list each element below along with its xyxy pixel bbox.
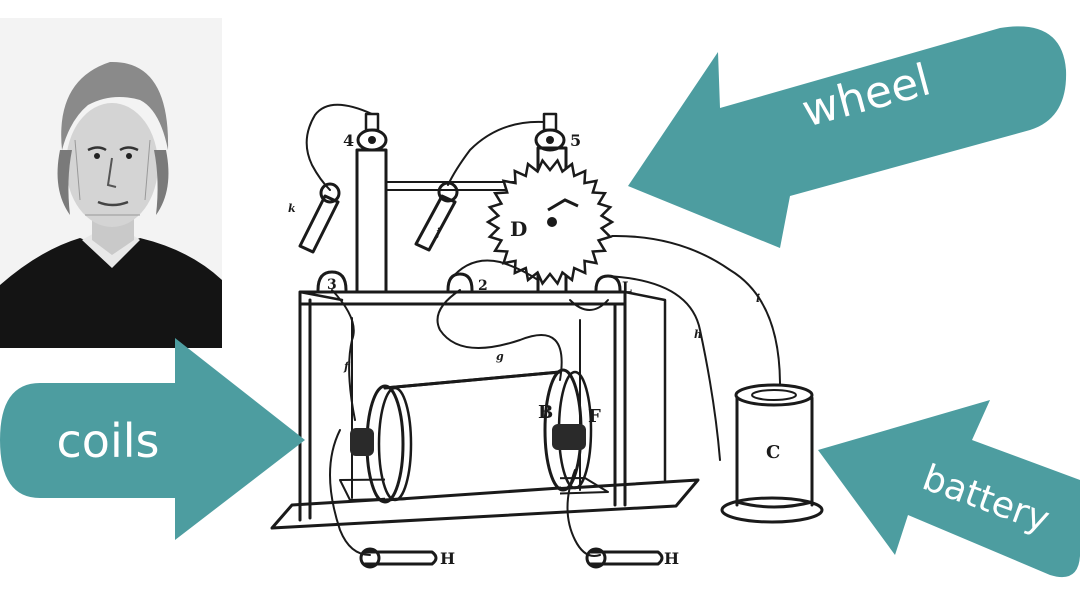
wheel-hub xyxy=(547,217,557,227)
wheel-axle xyxy=(547,198,579,212)
label-g: g xyxy=(496,350,504,363)
label-H-left: H xyxy=(440,549,455,568)
label-D: D xyxy=(510,217,527,241)
label-h: h xyxy=(694,328,702,341)
terminal-4 xyxy=(356,112,388,152)
clip-3 xyxy=(316,270,348,292)
label-3: 3 xyxy=(327,277,337,293)
coil-cylinder xyxy=(350,368,593,504)
toothed-wheel xyxy=(485,158,615,286)
label-B: B xyxy=(538,402,553,423)
label-k: k xyxy=(288,202,296,215)
handle-H-left xyxy=(359,547,438,569)
clip-2 xyxy=(446,272,474,292)
clip-L xyxy=(594,274,622,292)
coils-label: coils xyxy=(57,414,160,468)
label-L: L xyxy=(622,280,632,296)
handle-H-right xyxy=(585,547,664,569)
motor-diagram: 4 5 D 3 2 L B F C H H g f h i j k xyxy=(270,103,824,569)
battery-callout-arrow: battery xyxy=(818,400,1080,578)
label-C: C xyxy=(766,442,780,463)
battery-cell xyxy=(720,383,824,524)
label-2: 2 xyxy=(478,278,488,294)
label-5: 5 xyxy=(570,131,581,150)
label-H-right: H xyxy=(664,549,679,568)
portrait-image xyxy=(0,18,222,348)
wheel-callout-arrow: wheel xyxy=(628,26,1067,248)
handle-k xyxy=(298,182,341,254)
label-j: j xyxy=(434,226,440,239)
label-f: f xyxy=(343,360,351,373)
label-4: 4 xyxy=(343,131,354,150)
label-F: F xyxy=(588,406,601,427)
handle-j xyxy=(414,181,459,252)
coils-callout-arrow: coils xyxy=(0,338,305,540)
terminal-5 xyxy=(534,112,566,152)
label-i: i xyxy=(756,292,760,305)
